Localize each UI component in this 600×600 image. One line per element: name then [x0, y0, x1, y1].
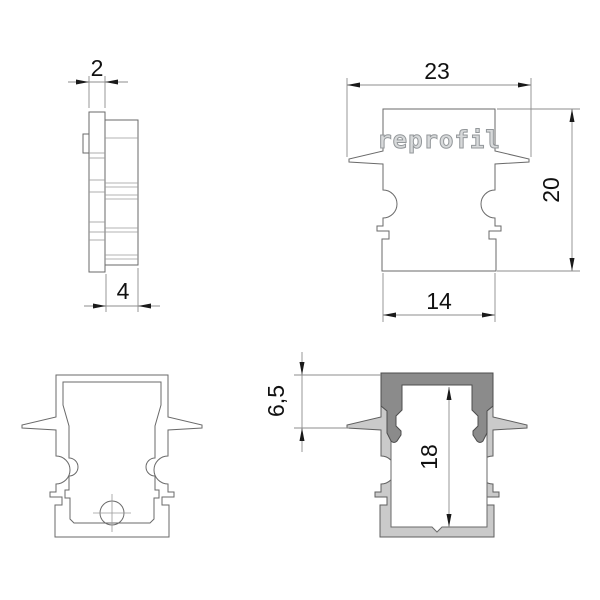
section-view: 6,5 18	[263, 352, 528, 538]
dimension-23: 23	[346, 58, 532, 157]
brand-logo: reprofil	[377, 126, 501, 154]
dim-label-18: 18	[416, 444, 442, 470]
side-view: 2 4	[68, 55, 160, 312]
dimension-14: 14	[382, 273, 496, 322]
dimension-20: 20	[497, 108, 580, 272]
dim-label-2: 2	[91, 55, 104, 81]
dim-label-20: 20	[538, 177, 564, 203]
dimension-2: 2	[68, 55, 128, 108]
dim-label-14: 14	[426, 288, 452, 314]
front-view: reprofil 23 20 14	[346, 58, 580, 322]
back-view	[21, 374, 203, 538]
dim-label-4: 4	[117, 278, 130, 304]
side-view-feature-lines	[89, 137, 138, 260]
dim-label-23: 23	[424, 58, 450, 84]
dimension-18: 18	[416, 387, 452, 527]
side-view-plug-body	[104, 119, 139, 266]
side-view-tab	[82, 133, 90, 154]
screw-hole	[93, 494, 131, 532]
dimension-4: 4	[84, 268, 160, 312]
dim-label-6-5: 6,5	[263, 385, 289, 417]
dimension-6-5: 6,5	[263, 352, 381, 452]
